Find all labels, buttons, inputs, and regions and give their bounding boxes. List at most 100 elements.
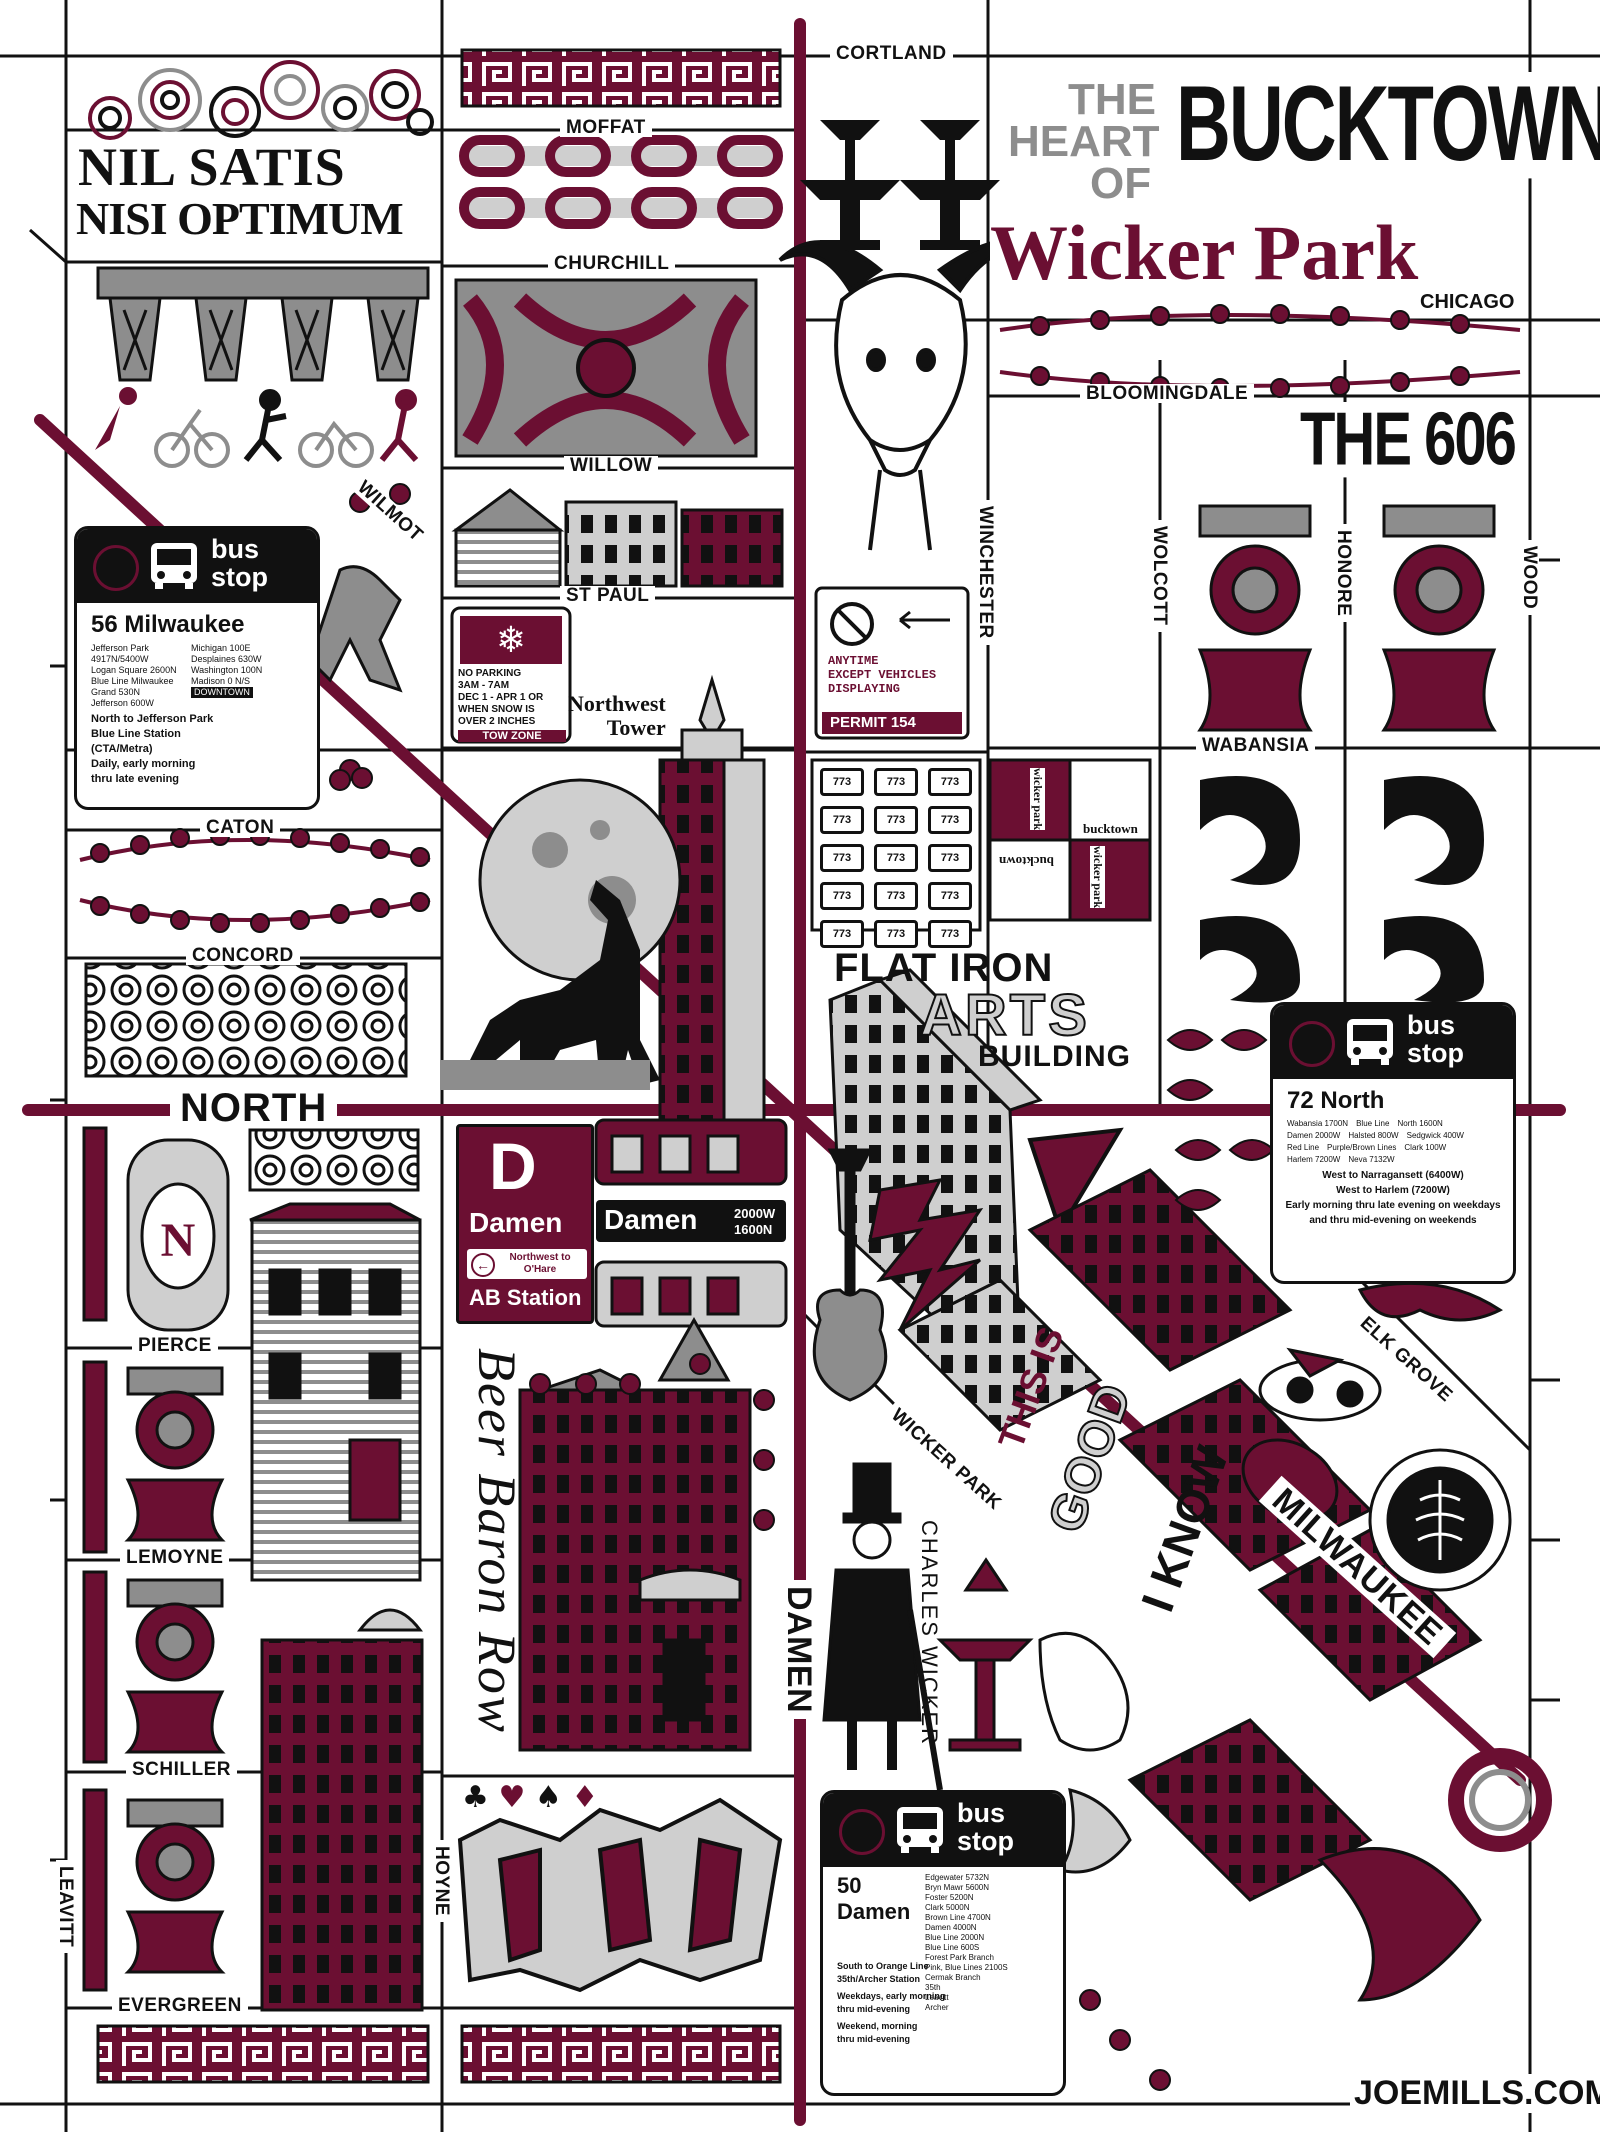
motto-line2: NISI OPTIMUM xyxy=(76,193,404,244)
stop-item: Grand 530N xyxy=(91,687,141,697)
route-name: Damen xyxy=(837,1899,911,1924)
street-label-bloomingdale: BLOOMINGDALE xyxy=(1080,384,1255,403)
flower-ornaments-art xyxy=(329,483,1171,2091)
lightning-art xyxy=(868,1178,984,1332)
stop-item: Forest Park Branch xyxy=(925,1953,994,1962)
route-info: Weekdays, early morning xyxy=(837,1991,946,2001)
stop-item: Pink, Blue Lines 2100S xyxy=(925,1963,1008,1972)
stop-item: Edgewater 5732N xyxy=(925,1873,990,1882)
stop-item: Archer xyxy=(925,2003,949,2012)
route-number: 50 xyxy=(837,1873,862,1898)
route-info: West to Narragansett (6400W) xyxy=(1322,1170,1464,1181)
street-label-honore: HONORE xyxy=(1333,524,1354,623)
bus-label: bus xyxy=(211,534,260,564)
bus-icon xyxy=(1347,1019,1393,1065)
beer-baron-house-art xyxy=(518,1316,752,1752)
meander-border-top xyxy=(460,48,782,108)
bus-icon xyxy=(897,1807,943,1853)
stop-item: North 1600N xyxy=(1397,1119,1443,1128)
title-bucktown: BUCKTOWN xyxy=(1176,71,1600,179)
route-info: (CTA/Metra) xyxy=(91,743,153,755)
stop-item: Foster 5200N xyxy=(925,1893,974,1902)
flat-iron-title-3: BUILDING xyxy=(978,1040,1131,1073)
title-chicago: CHICAGO xyxy=(1420,291,1515,313)
ring-pattern-concord xyxy=(84,962,408,1078)
street-label-damen: DAMEN xyxy=(780,1580,818,1720)
motto-line1: NIL SATIS xyxy=(78,137,346,197)
pillar-stripes-art xyxy=(82,1126,108,1992)
platform-sign: Damen 2000W 1600N xyxy=(596,1200,786,1242)
tile-label: wicker park xyxy=(1030,768,1045,831)
bus-label: bus xyxy=(957,1798,1006,1828)
concentric-circles-art xyxy=(88,60,434,140)
stop-item: Wabansia 1700N xyxy=(1287,1119,1349,1128)
route-info: Daily, early morning xyxy=(91,758,196,770)
license-plate: 773 xyxy=(928,844,972,872)
license-plate: 773 xyxy=(928,882,972,910)
flat-iron-title-1: FLAT IRON xyxy=(834,946,1054,990)
stop-item: Brown Line 4700N xyxy=(925,1913,991,1922)
bus-icon xyxy=(151,543,197,589)
stop-item: Purple/Brown Lines xyxy=(1327,1143,1397,1152)
street-label-concord: CONCORD xyxy=(186,946,300,965)
victorian-house-art xyxy=(249,1202,422,1582)
street-label-hoyne: HOYNE xyxy=(431,1840,452,1923)
station-ab: AB Station xyxy=(469,1285,582,1310)
route-info: South to Orange Line xyxy=(837,1961,929,1971)
bus-label: bus xyxy=(1407,1010,1456,1040)
tile-label: bucktown xyxy=(996,852,1057,870)
license-plate: 773 xyxy=(874,844,918,872)
card-suits: ♣ ♥ ♠ ♦ xyxy=(462,1780,598,1815)
corner-ornaments-art xyxy=(1057,1281,1552,2002)
stop-item: Blue Line xyxy=(1356,1119,1390,1128)
license-plate: 773 xyxy=(928,920,972,948)
permit-sign-text: ANYTIME EXCEPT VEHICLES DISPLAYING xyxy=(828,654,937,696)
l-train-art xyxy=(594,1118,788,1328)
no-parking-sign: ❄ xyxy=(450,606,572,744)
stop-item: Jefferson 600W xyxy=(91,698,154,708)
meander-border-bottom-mid xyxy=(460,2024,782,2084)
stop-item: Halsted 800W xyxy=(1348,1131,1399,1140)
license-plate: 773 xyxy=(928,768,972,796)
street-label-winchester: WINCHESTER xyxy=(975,500,996,645)
stop-item: Blue Line 2000N xyxy=(925,1933,985,1942)
street-label-north: NORTH xyxy=(170,1088,338,1128)
bike-chain-art xyxy=(459,135,783,229)
ornamental-columns-art xyxy=(124,504,1497,1974)
stop-item: Sedgwick 400W xyxy=(1406,1131,1464,1140)
tile-label: bucktown xyxy=(1080,820,1141,838)
title-the: THE xyxy=(1068,75,1156,124)
street-label-wood: WOOD xyxy=(1519,540,1540,616)
monogram-emblem-art: N xyxy=(126,1138,230,1332)
stop-item: Harlem 7200W xyxy=(1287,1155,1341,1164)
runners-cyclists-art xyxy=(95,387,419,468)
station-letter: D xyxy=(489,1129,537,1203)
stop-label: stop xyxy=(957,1826,1014,1856)
street-label-evergreen: EVERGREEN xyxy=(112,1996,248,2015)
route-info: thru late evening xyxy=(91,773,180,785)
fountains-art xyxy=(800,120,1000,250)
street-label-wabansia: WABANSIA xyxy=(1196,736,1316,755)
route-info: Early morning thru late evening on weekd… xyxy=(1285,1200,1501,1211)
license-plate: 773 xyxy=(820,844,864,872)
stop-item: Madison 0 N/S xyxy=(191,676,251,686)
route-name: 72 North xyxy=(1287,1087,1385,1114)
license-plate: 773 xyxy=(820,920,864,948)
guitar-art xyxy=(812,1148,888,1402)
station-direction: ← Northwest to O'Hare xyxy=(467,1249,587,1279)
route-info: thru mid-evening xyxy=(837,2004,911,2014)
brick-building-art xyxy=(260,1608,424,2012)
stop-item: Clark 5000N xyxy=(925,1903,970,1912)
heart-icon: ♥ xyxy=(498,1780,526,1815)
svg-text:❄: ❄ xyxy=(496,620,526,661)
street-label-wolcott: WOLCOTT xyxy=(1149,520,1170,632)
stop-item: 35th xyxy=(925,1983,941,1992)
meander-border-bottom-left xyxy=(96,2024,430,2084)
route-info: and thru mid-evening on weekends xyxy=(1309,1215,1477,1226)
route-name: 56 Milwaukee xyxy=(91,611,245,638)
beer-baron-row-label: Beer Baron Row xyxy=(467,1348,527,1734)
stop-item: Damen 2000W xyxy=(1287,1131,1341,1140)
license-plate: 773 xyxy=(820,768,864,796)
ironwork-ornament xyxy=(454,278,758,458)
